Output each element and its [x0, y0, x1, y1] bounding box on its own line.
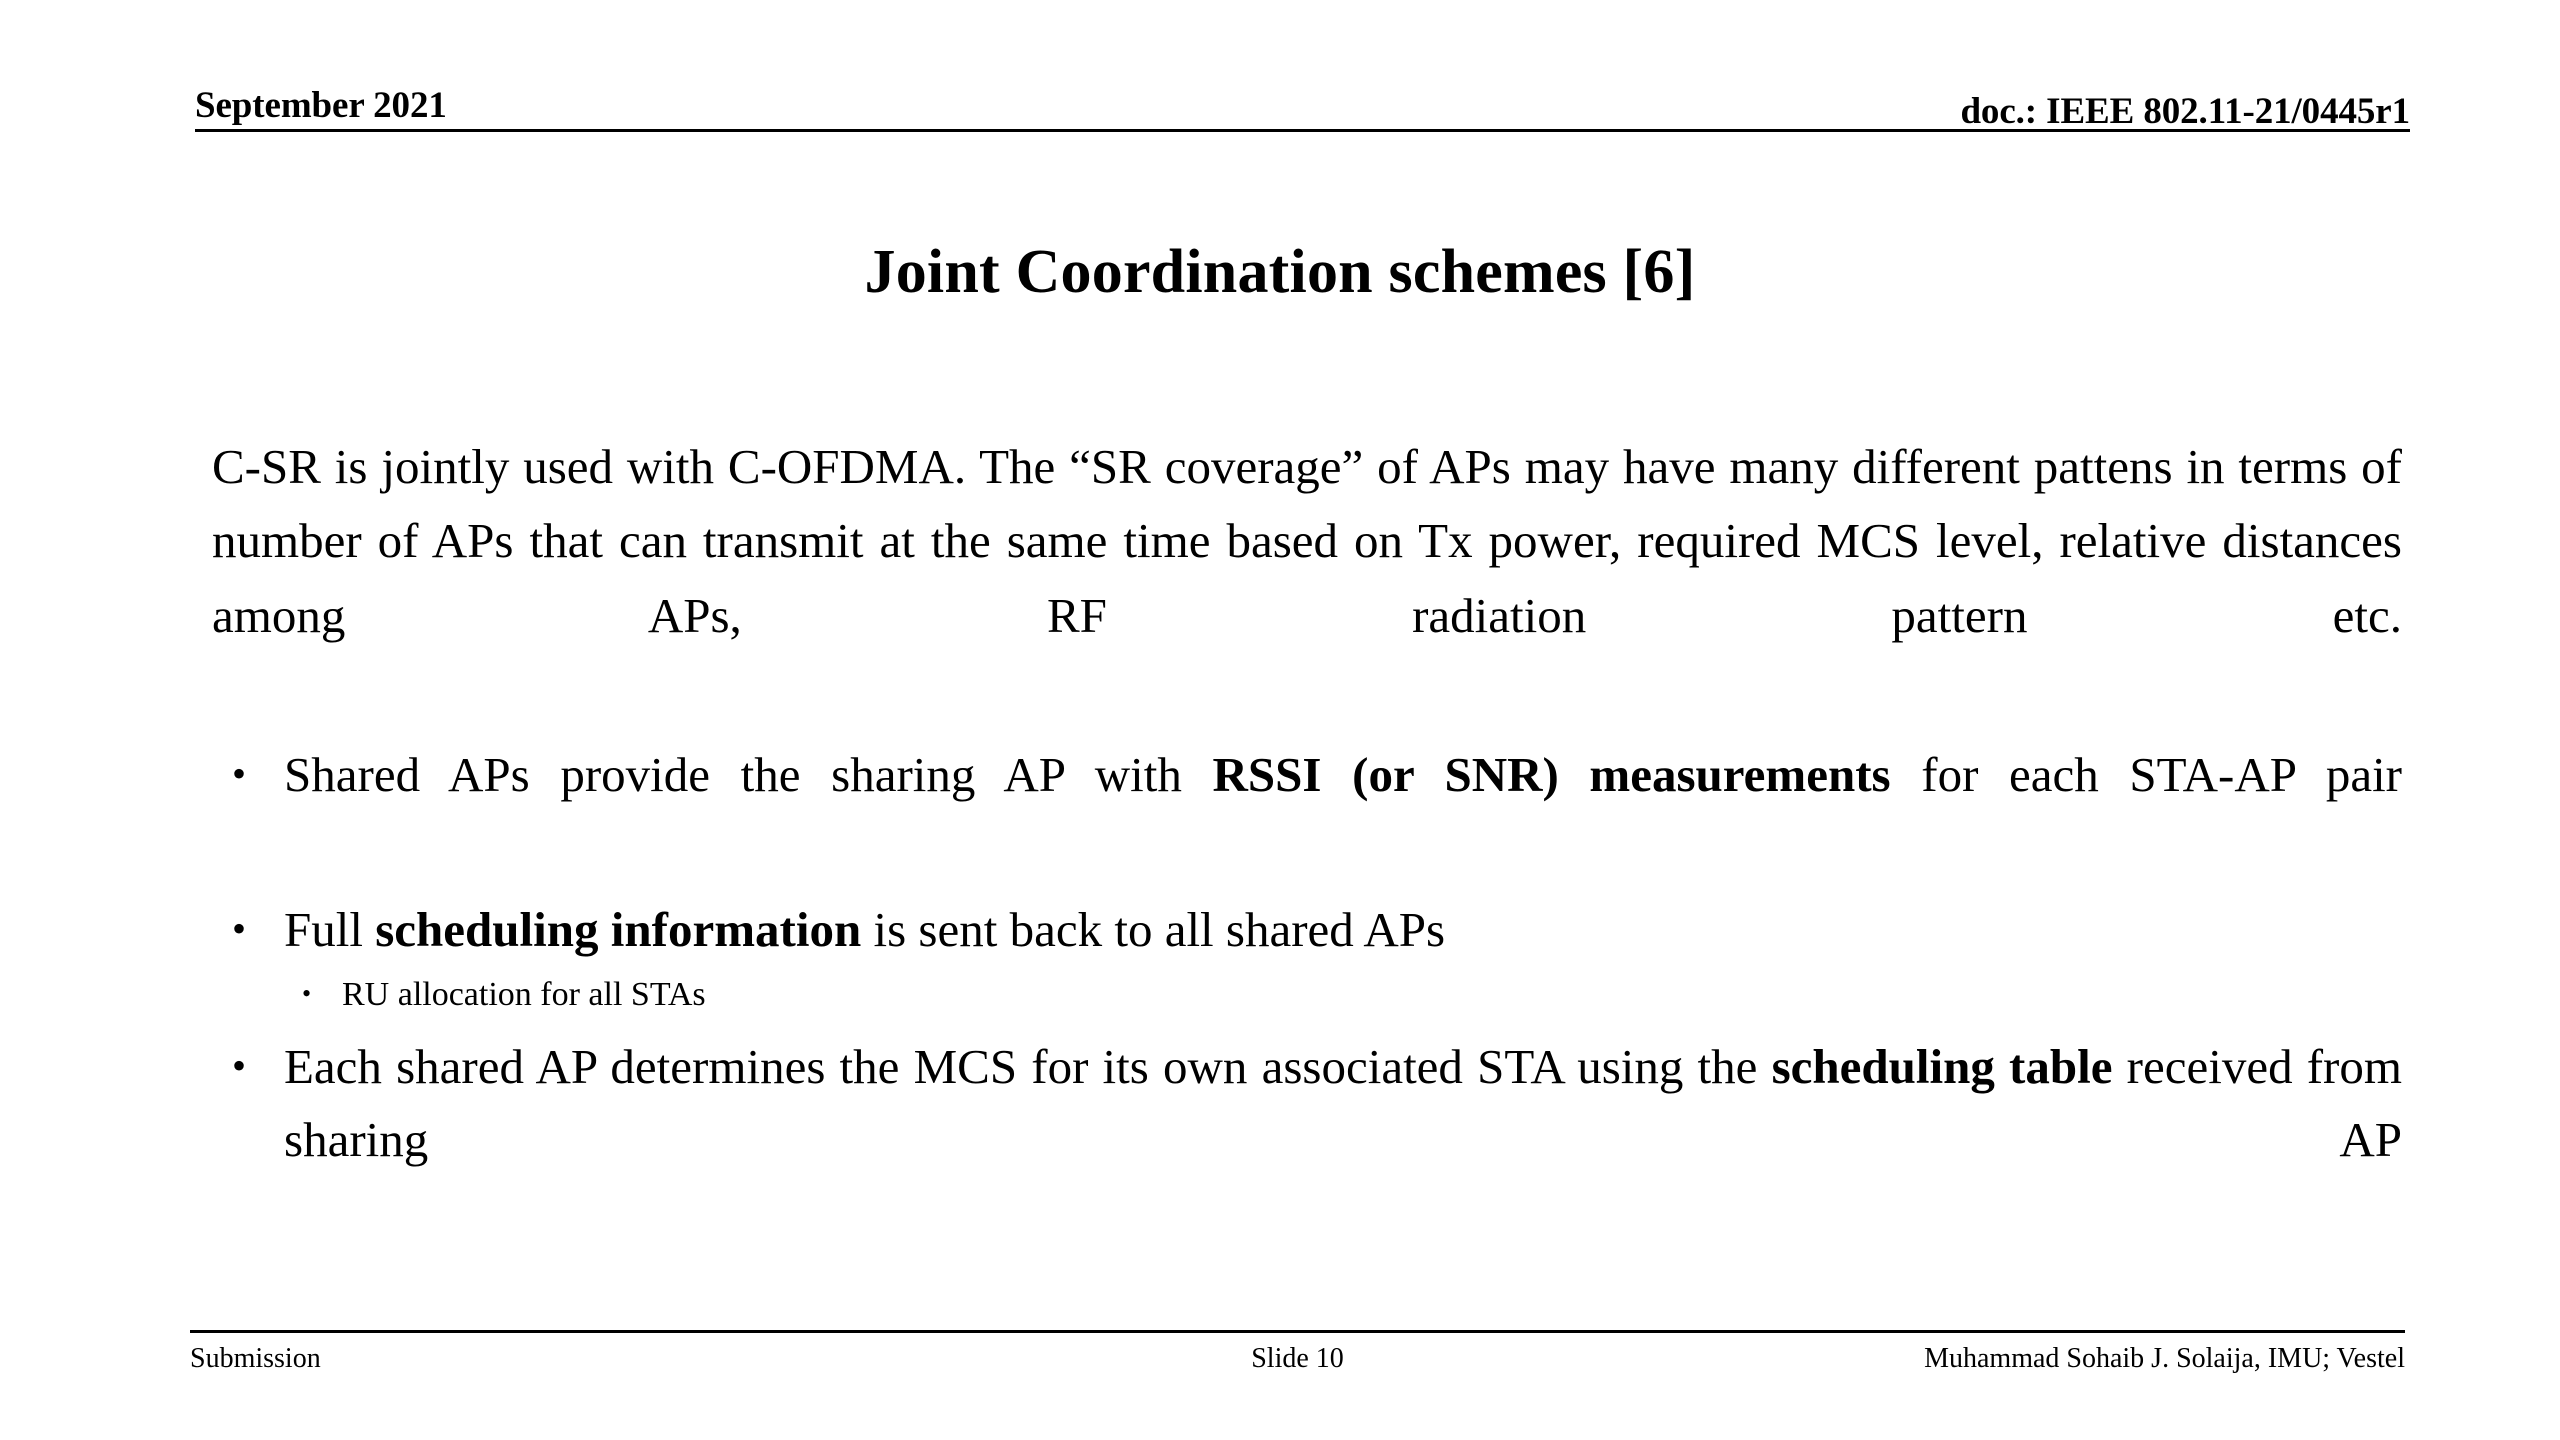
- footer-submission-label: Submission: [190, 1343, 321, 1374]
- lead-paragraph: C-SR is jointly used with C-OFDMA. The “…: [212, 439, 2402, 643]
- bullet-text: Shared APs provide the sharing AP with R…: [284, 747, 2402, 876]
- bullet-item: • Each shared AP determines the MCS for i…: [212, 1030, 2402, 1251]
- bullet-run: for each STA-AP pair: [1890, 746, 2403, 802]
- bullet-marker-icon: •: [232, 1042, 247, 1088]
- bullet-text: Full scheduling information is sent back…: [284, 902, 1445, 957]
- bullet-marker-icon: •: [232, 905, 247, 951]
- bullet-run: Shared APs provide the sharing AP with: [284, 746, 1213, 802]
- footer-author: Muhammad Sohaib J. Solaija, IMU; Vestel: [1924, 1343, 2405, 1374]
- footer-divider: [190, 1330, 2405, 1333]
- footer-row: Submission Muhammad Sohaib J. Solaija, I…: [190, 1342, 2405, 1376]
- bullet-run: received from sharing AP: [284, 1038, 2402, 1168]
- bullet-emphasis: scheduling information: [375, 901, 862, 957]
- sub-bullet-text: RU allocation for all STAs: [342, 976, 706, 1014]
- sub-bullet-marker-icon: •: [302, 979, 312, 1009]
- header-doc-id: doc.: IEEE 802.11-21/0445r1: [1960, 91, 2410, 132]
- bullet-run: Full: [284, 901, 376, 957]
- bullet-text: Each shared AP determines the MCS for it…: [284, 1039, 2402, 1241]
- header-divider: [195, 129, 2410, 132]
- bullet-run: Each shared AP determines the MCS for it…: [284, 1038, 1772, 1094]
- sub-bullet-item: • RU allocation for all STAs: [284, 970, 2402, 1019]
- bullet-emphasis: scheduling table: [1771, 1038, 2113, 1094]
- header-date: September 2021: [195, 85, 447, 126]
- page-title: Joint Coordination schemes [6]: [864, 237, 1696, 306]
- bullet-run: is sent back to all shared APs: [861, 901, 1446, 957]
- bullet-marker-icon: •: [232, 750, 247, 796]
- slide-body: C-SR is jointly used with C-OFDMA. The “…: [212, 430, 2402, 1258]
- bullet-item: • Shared APs provide the sharing AP with …: [212, 738, 2402, 885]
- slide-footer: Submission Muhammad Sohaib J. Solaija, I…: [190, 1330, 2405, 1388]
- sub-bullet-list: • RU allocation for all STAs: [284, 970, 2402, 1019]
- header-row: September 2021 doc.: IEEE 802.11-21/0445…: [195, 62, 2410, 130]
- bullet-list: • Shared APs provide the sharing AP with …: [212, 738, 2402, 1250]
- slide-header: September 2021 doc.: IEEE 802.11-21/0445…: [195, 62, 2410, 134]
- bullet-emphasis: RSSI (or SNR) measurements: [1212, 746, 1891, 802]
- bullet-item: • Full scheduling information is sent bac…: [212, 893, 2402, 1020]
